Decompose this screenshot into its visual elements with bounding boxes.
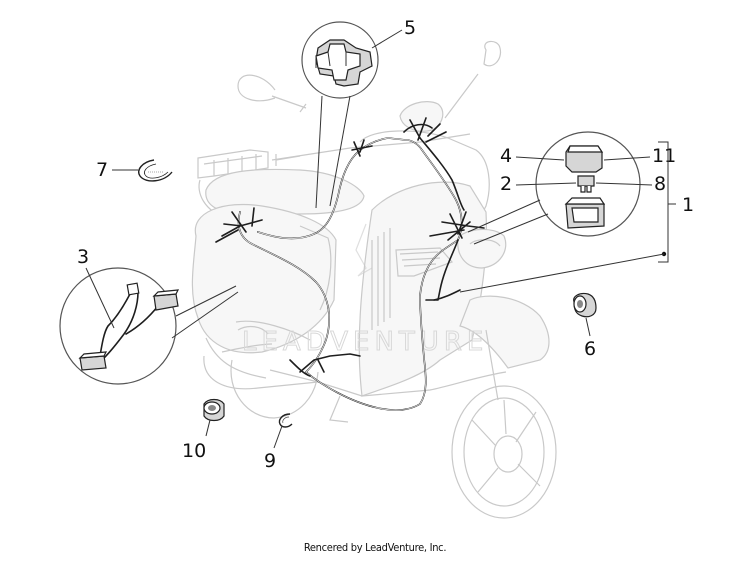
watermark-text: LEADVENTURE [242,327,488,357]
ring-part-9 [278,413,293,428]
scooter-outline [191,40,557,519]
callout-5: 5 [404,17,416,39]
fuse-detail-callout [467,131,641,245]
callout-4: 4 [500,145,512,167]
relay-detail-callout [301,21,379,209]
grommet-part-6 [573,292,597,318]
callout-2: 2 [500,173,512,195]
snap-ring-part-7 [138,159,173,182]
callout-10: 10 [182,440,206,462]
callout-1-bracket [459,141,676,293]
grommet-part-10 [203,398,225,422]
harness-detail-callout [59,267,239,385]
callout-1: 1 [682,194,694,216]
callout-9: 9 [264,450,276,472]
callout-3: 3 [77,246,89,268]
callout-7: 7 [96,159,108,181]
callout-11: 11 [652,145,676,167]
callout-8: 8 [654,173,666,195]
callout-6: 6 [584,338,596,360]
footer-credit: Rencered by LeadVenture, Inc. [303,541,447,554]
wiring-harness-part-1 [215,117,485,411]
